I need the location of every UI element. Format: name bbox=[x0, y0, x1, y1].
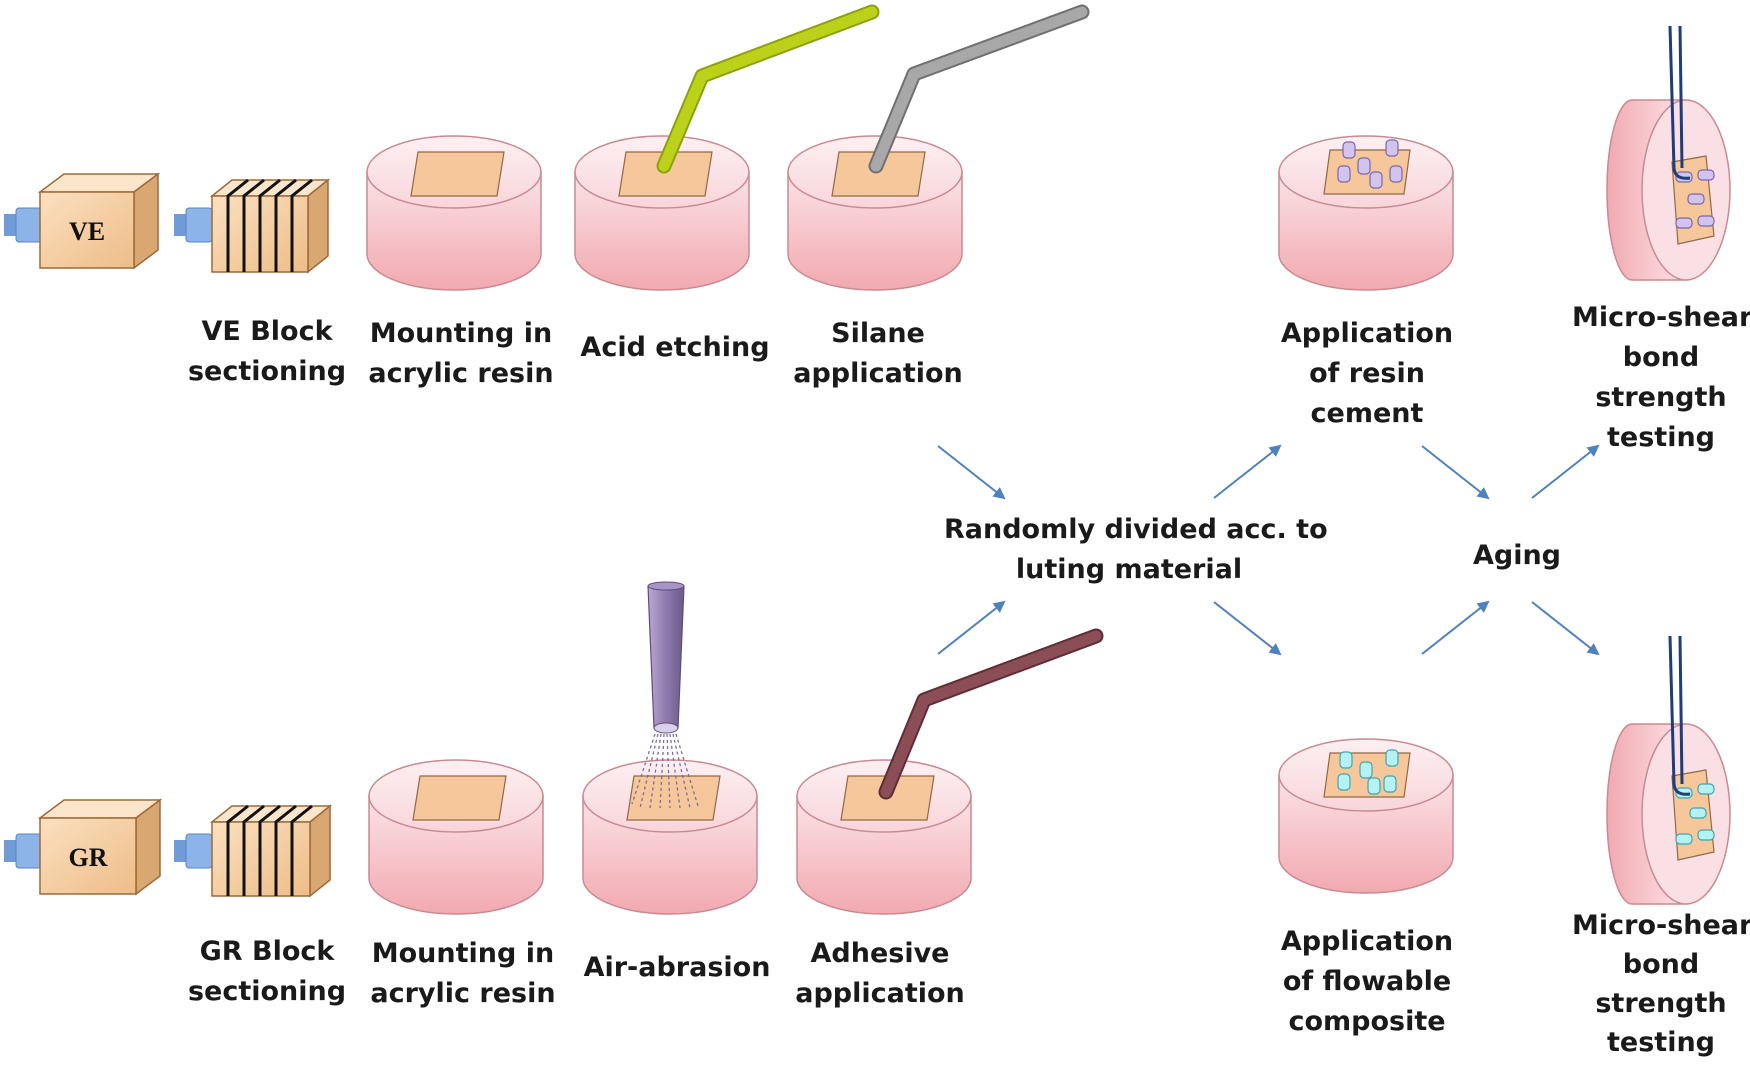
gr-sectioned-block-icon bbox=[174, 804, 333, 898]
label-flowable-composite: Application of flowable composite bbox=[1280, 926, 1454, 1037]
mounted-specimen-bottom bbox=[368, 759, 544, 915]
arrow-division-to-resin-cement bbox=[1213, 444, 1282, 499]
ve-sectioned-block-icon bbox=[174, 178, 331, 274]
label-acid-etching: Acid etching bbox=[580, 332, 770, 363]
label-silane-application: Silane application bbox=[793, 318, 963, 389]
ve-block-letters: VE bbox=[69, 217, 105, 246]
gr-block-letters: GR bbox=[69, 843, 108, 872]
label-aging: Aging bbox=[1472, 540, 1562, 571]
label-testing-bottom: Micro-shear bond strength testing bbox=[1572, 910, 1750, 1058]
mounted-specimen-top bbox=[366, 135, 542, 291]
label-adhesive-application: Adhesive application bbox=[795, 938, 965, 1009]
silane-applicator-icon bbox=[868, 4, 1090, 174]
arrow-aging-to-testing-top bbox=[1531, 444, 1600, 499]
label-air-abrasion: Air-abrasion bbox=[583, 952, 771, 983]
gr-block-icon: GR bbox=[4, 798, 163, 896]
label-resin-cement: Application of resin cement bbox=[1280, 318, 1454, 429]
adhesive-applicator-icon bbox=[878, 628, 1104, 800]
acid-applicator-icon bbox=[656, 4, 880, 174]
arrow-silane-to-division bbox=[937, 445, 1006, 500]
arrow-aging-to-testing-bottom bbox=[1531, 601, 1600, 656]
label-top-mounting: Mounting in acrylic resin bbox=[368, 318, 554, 389]
air-abrasion-nozzle-icon bbox=[631, 581, 699, 809]
shear-testing-drum-top bbox=[1606, 25, 1731, 281]
shear-testing-drum-bottom bbox=[1606, 635, 1731, 905]
flowable-composite-specimen bbox=[1278, 738, 1454, 894]
label-gr-sectioning: GR Block sectioning bbox=[187, 936, 347, 1007]
arrow-adhesive-to-division bbox=[937, 600, 1006, 655]
ve-block-icon: VE bbox=[4, 172, 161, 270]
arrow-division-to-flowable bbox=[1213, 601, 1282, 656]
label-testing-top: Micro-shear bond strength testing bbox=[1572, 302, 1750, 453]
label-bottom-mounting: Mounting in acrylic resin bbox=[370, 938, 556, 1009]
acid-etching-specimen bbox=[574, 135, 750, 291]
label-ve-sectioning: VE Block sectioning bbox=[187, 316, 347, 387]
arrow-resin-cement-to-aging bbox=[1421, 445, 1490, 500]
silane-specimen bbox=[787, 135, 963, 291]
resin-cement-specimen bbox=[1278, 135, 1454, 291]
air-abrasion-specimen bbox=[582, 759, 758, 915]
label-random-division: Randomly divided acc. to luting material bbox=[944, 514, 1328, 585]
arrow-flowable-to-aging bbox=[1421, 600, 1490, 655]
